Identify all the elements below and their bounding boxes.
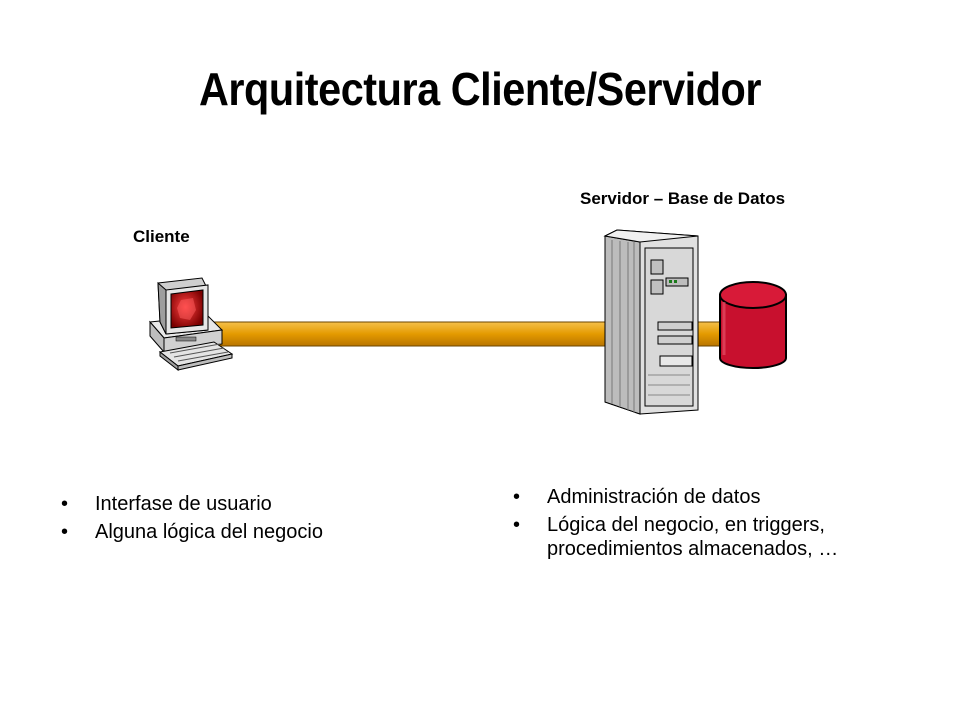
client-label: Cliente	[133, 227, 190, 246]
list-item: Interfase de usuario	[58, 492, 438, 516]
server-tower-icon	[603, 229, 699, 415]
slide-title: Arquitectura Cliente/Servidor	[198, 63, 762, 115]
database-icon	[719, 281, 787, 369]
server-label: Servidor – Base de Datos	[580, 189, 786, 208]
server-features-list: Administración de datos Lógica del negoc…	[510, 485, 900, 565]
client-computer-icon	[148, 277, 234, 372]
list-item: Administración de datos	[510, 485, 900, 509]
list-item: Lógica del negocio, en triggers, procedi…	[510, 513, 900, 561]
list-item: Alguna lógica del negocio	[58, 520, 438, 544]
client-features-list: Interfase de usuario Alguna lógica del n…	[58, 492, 438, 548]
